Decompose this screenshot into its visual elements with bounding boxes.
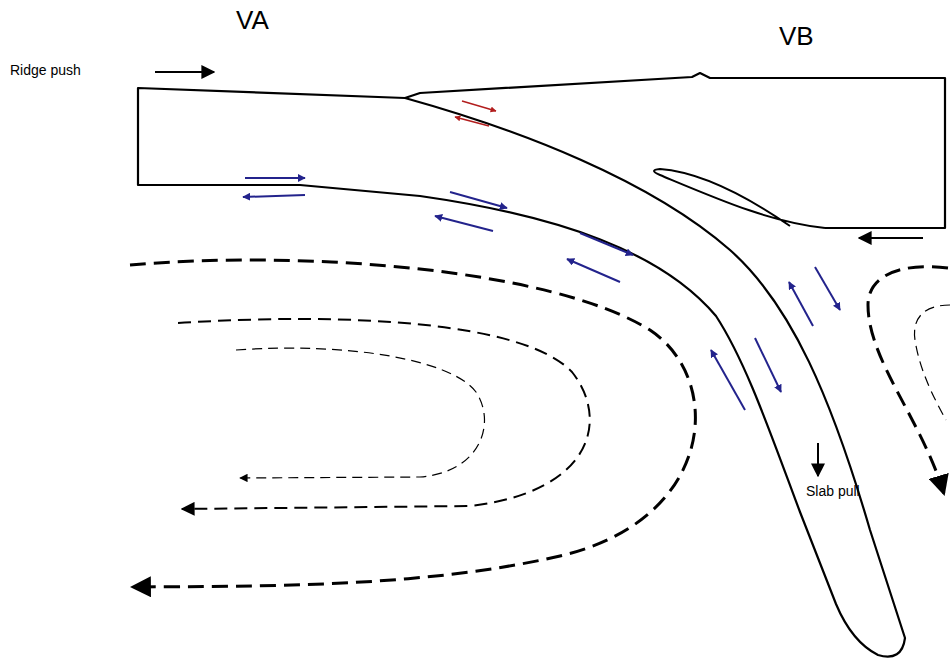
force-label: Slab pull bbox=[806, 483, 860, 499]
velocity-label: VB bbox=[779, 22, 814, 52]
shear-arrow bbox=[567, 259, 620, 282]
subducting-slab bbox=[138, 88, 905, 657]
shear-arrow bbox=[789, 282, 813, 326]
shear-arrow bbox=[755, 338, 781, 392]
shear-arrow bbox=[815, 267, 840, 310]
plate-motion-arrow bbox=[859, 237, 923, 239]
flow-line bbox=[236, 348, 484, 478]
shear-arrow bbox=[435, 216, 493, 231]
shear-arrow bbox=[711, 350, 745, 410]
ridge-push-arrow bbox=[155, 71, 214, 73]
slab-pull-arrow bbox=[817, 443, 819, 476]
flow-line bbox=[868, 267, 948, 494]
flow-line bbox=[130, 260, 695, 587]
interface-shear-arrows bbox=[455, 101, 496, 126]
shear-arrow bbox=[462, 101, 496, 111]
shear-arrow bbox=[450, 192, 507, 208]
overriding-plate-wedge bbox=[654, 169, 825, 228]
overriding-plate bbox=[405, 73, 945, 228]
flow-line bbox=[914, 305, 950, 420]
shear-arrow bbox=[243, 195, 305, 197]
flow-line bbox=[178, 319, 590, 509]
shear-arrows bbox=[243, 178, 840, 410]
shear-arrow bbox=[245, 177, 305, 179]
force-label: Ridge push bbox=[10, 62, 81, 78]
shear-arrow bbox=[455, 117, 489, 126]
force-arrows bbox=[155, 72, 923, 476]
shear-arrow bbox=[580, 233, 633, 255]
velocity-label: VA bbox=[236, 6, 269, 36]
